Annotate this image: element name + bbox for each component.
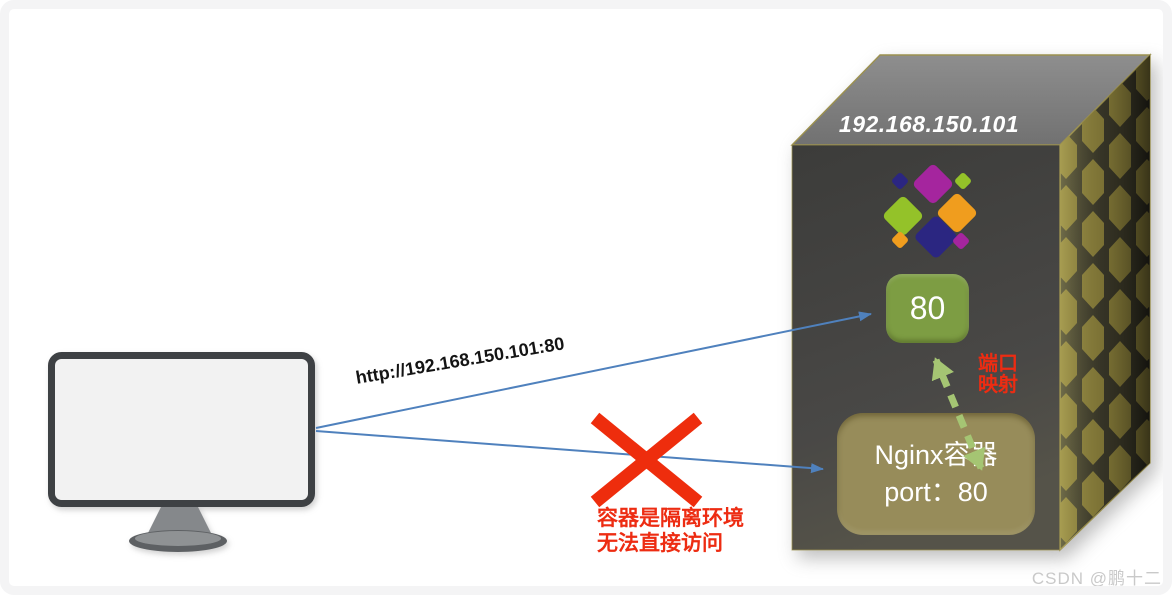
blocked-x-icon bbox=[590, 412, 703, 508]
server-box-right-face bbox=[1059, 53, 1151, 552]
hexagon-vent-pattern bbox=[1060, 55, 1150, 550]
host-ip-label: 192.168.150.101 bbox=[838, 111, 1020, 137]
monitor-screen bbox=[48, 352, 315, 507]
container-logo-icon bbox=[883, 164, 977, 258]
port-mapping-label: 端口 映射 bbox=[978, 353, 1018, 396]
monitor-base bbox=[129, 530, 227, 552]
nginx-container-box: Nginx容器 port：80 bbox=[837, 413, 1035, 535]
watermark: CSDN @鹏十二 bbox=[1031, 569, 1162, 588]
monitor-icon bbox=[48, 352, 315, 552]
direct-access-arrow bbox=[315, 430, 824, 474]
monitor-stand bbox=[146, 505, 213, 537]
isolation-note: 容器是隔离环境 无法直接访问 bbox=[597, 507, 744, 555]
request-url-label: http://192.168.150.101:80 bbox=[354, 333, 566, 388]
host-port-box: 80 bbox=[886, 274, 969, 343]
